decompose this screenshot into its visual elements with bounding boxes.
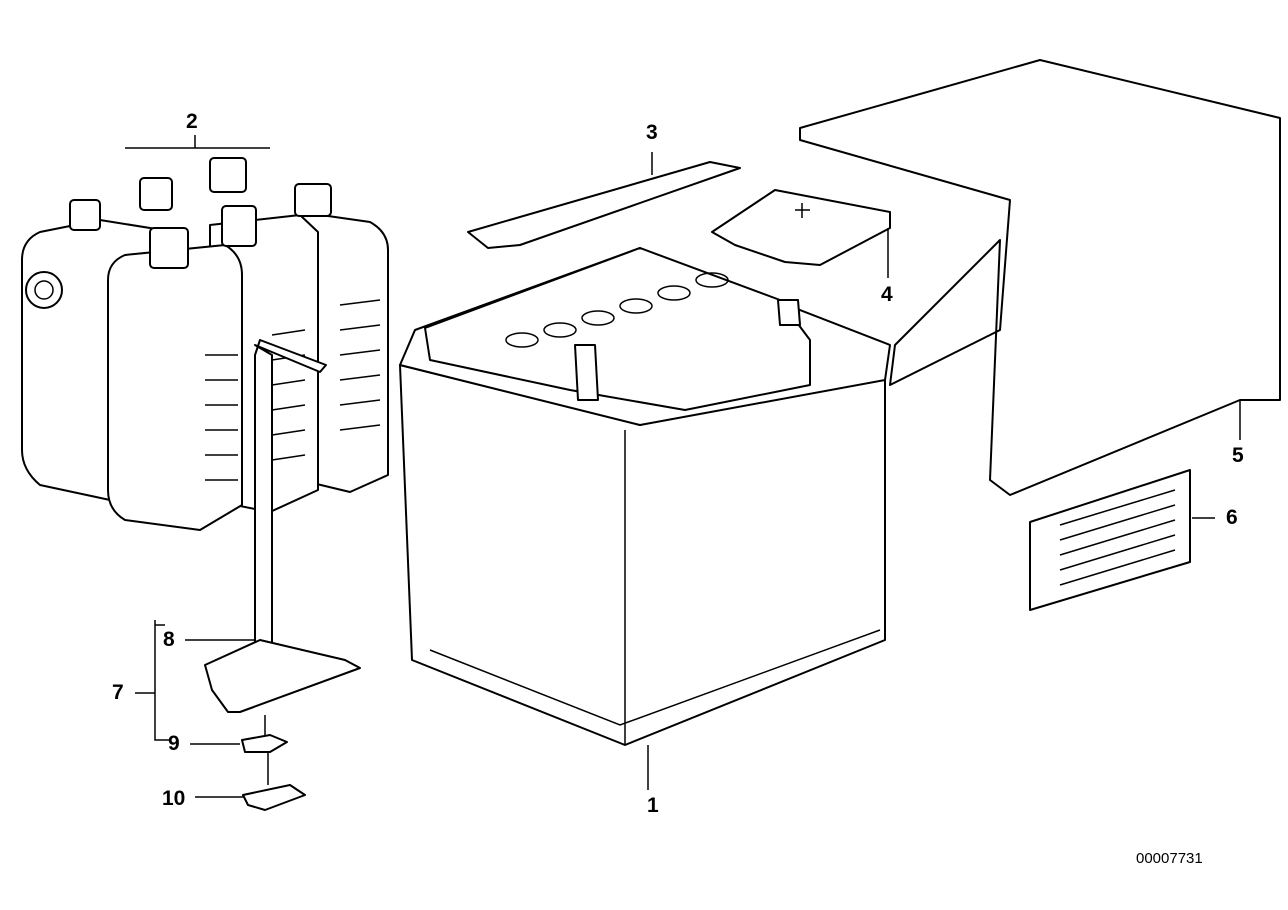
- callout-6: 6: [1226, 506, 1238, 529]
- callout-9: 9: [168, 732, 180, 755]
- leader-lines: [125, 135, 1241, 798]
- callout-4: 4: [881, 283, 893, 306]
- battery: [399, 247, 891, 746]
- terminal-cover: [711, 189, 891, 266]
- battery-holder: [204, 339, 361, 811]
- vent-plate: [1029, 469, 1191, 611]
- callout-5: 5: [1232, 444, 1244, 467]
- distilled-water-bottles: [21, 157, 389, 531]
- document-id: 00007731: [1136, 850, 1203, 867]
- callout-10: 10: [162, 787, 186, 810]
- callout-7: 7: [112, 681, 124, 704]
- callout-8: 8: [163, 628, 175, 651]
- callout-3: 3: [646, 121, 658, 144]
- cover-strip: [467, 161, 741, 249]
- callout-2: 2: [186, 110, 198, 133]
- battery-cover: [799, 59, 1281, 496]
- callout-1: 1: [647, 794, 659, 817]
